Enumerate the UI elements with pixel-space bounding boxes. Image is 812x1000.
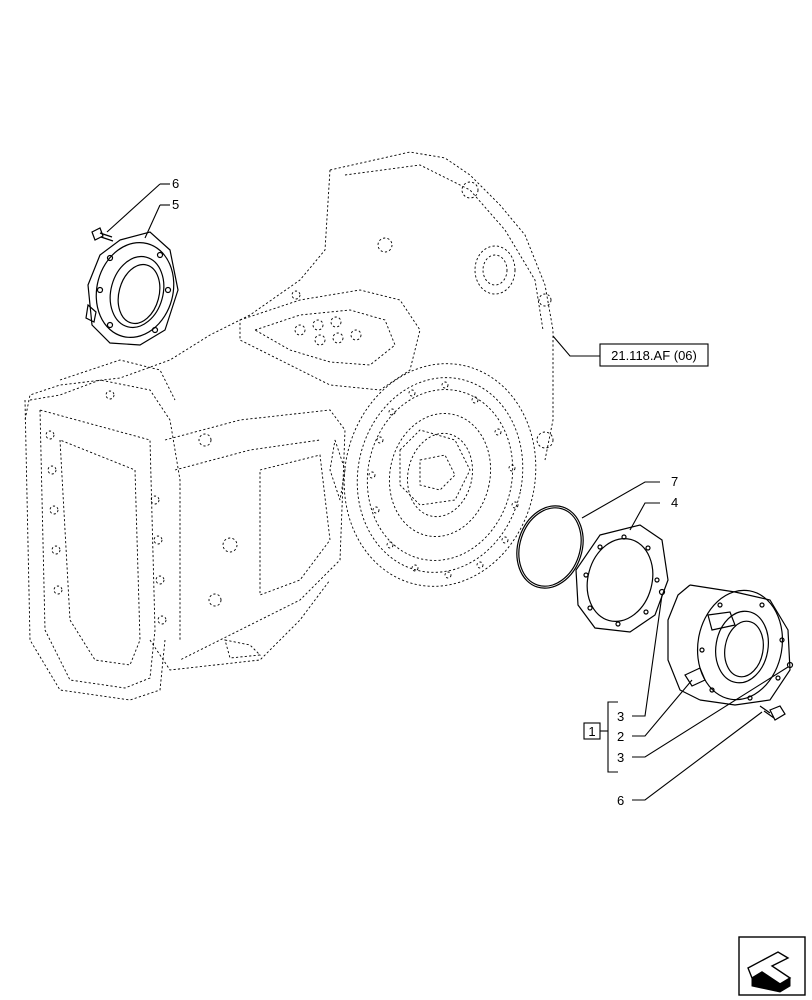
pin-part-3 [658, 588, 666, 596]
bolt-part-6-top [91, 227, 114, 242]
flange-bolt-circle [368, 381, 519, 579]
svg-text:21.118.AF (06): 21.118.AF (06) [611, 348, 697, 363]
bolt-part-6-bottom [759, 705, 786, 721]
callout-4: 4 [671, 495, 678, 510]
next-page-arrow-icon[interactable] [738, 936, 806, 996]
kit-number-box: 1 [583, 722, 601, 740]
callout-3-b: 3 [617, 750, 624, 765]
housing-bolt-holes [45, 181, 554, 625]
reference-link-21-118-af[interactable]: 21.118.AF (06) [599, 343, 709, 367]
top-plate-holes [294, 316, 362, 346]
gasket-part-4 [575, 524, 669, 633]
callout-6-bottom: 6 [617, 793, 624, 808]
callout-6-top: 6 [172, 176, 179, 191]
callout-7: 7 [671, 474, 678, 489]
leader-lines [106, 183, 789, 801]
rear-flange-gear-ring [343, 363, 537, 587]
callout-2: 2 [617, 729, 624, 744]
pin-part-3-b [786, 661, 794, 669]
o-ring-part-7-inner [518, 507, 582, 587]
seal-housing-part-5 [85, 231, 179, 346]
svg-text:1: 1 [588, 724, 595, 739]
o-ring-part-7 [516, 505, 584, 589]
callout-5: 5 [172, 197, 179, 212]
transmission-housing [24, 151, 554, 701]
callout-3-a: 3 [617, 709, 624, 724]
bearing-carrier-part-2 [667, 584, 791, 706]
